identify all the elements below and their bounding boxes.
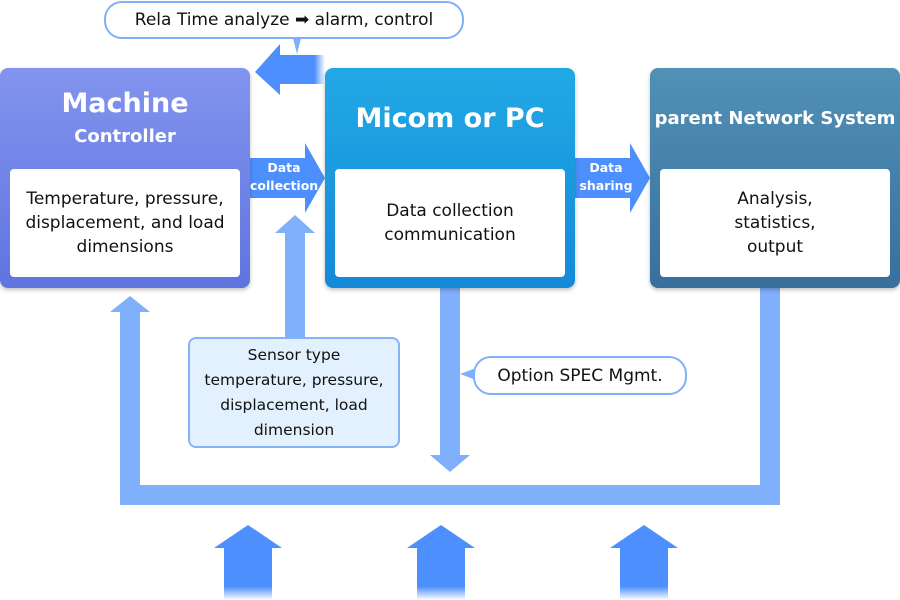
machine-title: Machine [61,88,189,119]
data-sharing-label: Data sharing [579,160,633,193]
micom-pc-block: Micom or PC Data collection communicatio… [325,68,575,288]
data-collection-label: Data collection [250,160,319,193]
sensor-up-arrow [275,215,315,337]
option-spec-bubble: Option SPEC Mgmt. [473,356,687,395]
machine-content: Temperature, pressure, displacement, and… [10,169,240,277]
micom-title: Micom or PC [355,103,545,134]
data-sharing-arrow [575,143,650,213]
realtime-bubble-pointer [293,38,301,54]
input-arrow-right [610,525,678,600]
parent-title: parent Network System [654,108,896,129]
option-bubble-pointer [460,368,476,380]
parent-content: Analysis, statistics, output [660,169,890,277]
machine-subtitle: Controller [74,126,176,147]
micom-content: Data collection communication [335,169,565,277]
sensor-type-box: Sensor type temperature, pressure, displ… [188,337,400,448]
realtime-left-arrow [255,44,325,95]
machine-controller-block: Machine Controller Temperature, pressure… [0,68,250,288]
realtime-analyze-bubble: Rela Time analyze ➡ alarm, control [104,1,464,39]
data-collection-arrow [250,143,325,213]
input-arrow-left [214,525,282,600]
option-spec-label: Option SPEC Mgmt. [497,365,663,386]
micom-down-arrow [430,288,470,472]
input-arrow-center [407,525,475,600]
parent-network-block: parent Network System Analysis, statisti… [650,68,900,288]
realtime-analyze-label: Rela Time analyze ➡ alarm, control [134,10,434,30]
